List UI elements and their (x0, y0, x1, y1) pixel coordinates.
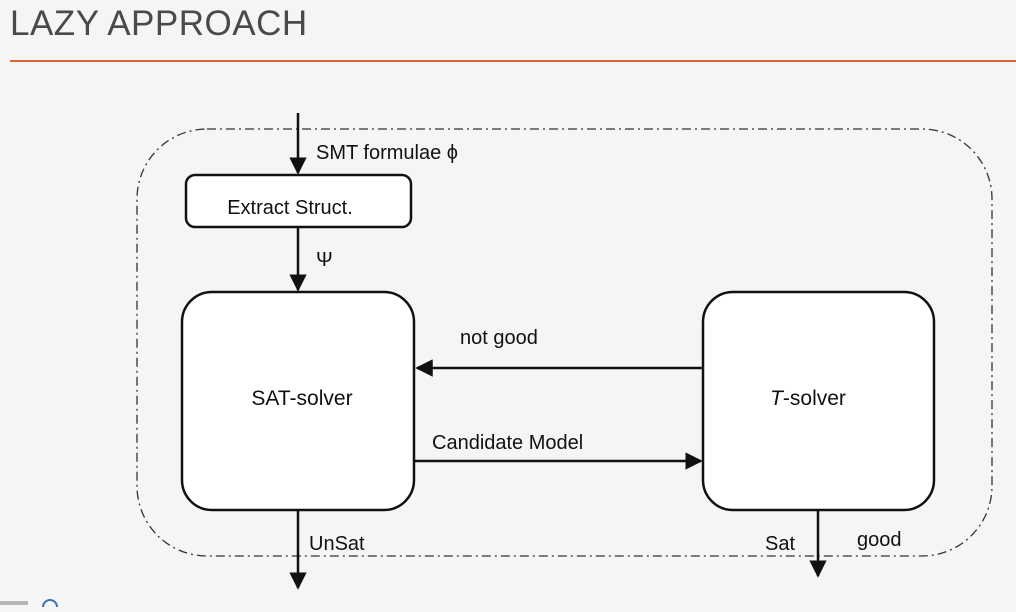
t-solver-label-rest: -solver (783, 387, 846, 410)
good-label: good (857, 529, 902, 551)
psi-label: Ψ (316, 249, 333, 271)
extract-struct-label: Extract Struct. (227, 197, 353, 219)
t-solver-label: T-solver (770, 387, 846, 410)
sat-solver-label: SAT-solver (251, 387, 352, 410)
candidate-model-label: Candidate Model (432, 432, 583, 454)
slide-title: LAZY APPROACH (10, 4, 308, 43)
input-label: SMT formulae ϕ (316, 142, 458, 164)
title-divider (10, 60, 1016, 62)
unsat-label: UnSat (309, 533, 365, 555)
t-solver-label-t: T (770, 387, 785, 410)
corner-watermark (0, 594, 70, 612)
sat-label: Sat (765, 533, 795, 555)
lazy-solver-boundary (136, 128, 993, 557)
not-good-label: not good (460, 327, 538, 349)
